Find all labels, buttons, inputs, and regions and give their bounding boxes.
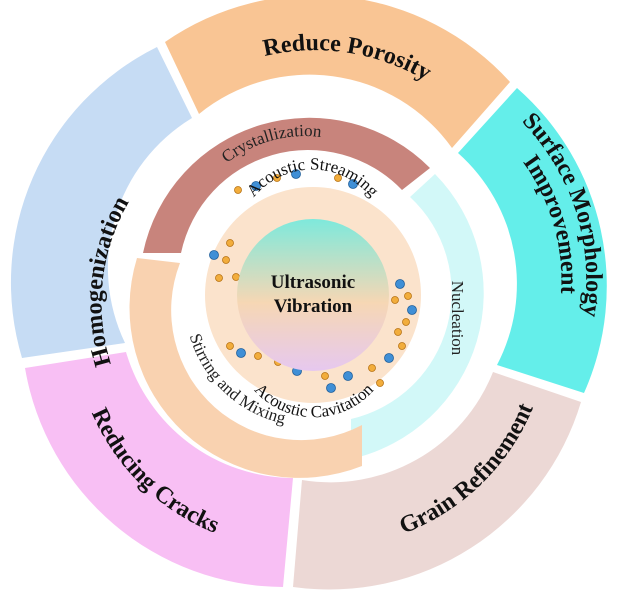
blue-bubble-icon bbox=[236, 348, 246, 358]
orange-bubble-icon bbox=[394, 328, 402, 336]
blue-bubble-icon bbox=[326, 383, 336, 393]
core-circle bbox=[237, 219, 389, 371]
middle-segment-nucleation bbox=[351, 174, 484, 459]
orange-bubble-icon bbox=[376, 379, 384, 387]
middle-label-nucleation: Nucleation bbox=[448, 281, 467, 356]
orange-bubble-icon bbox=[222, 256, 230, 264]
outer-segment-homogenization bbox=[10, 47, 192, 358]
orange-bubble-icon bbox=[254, 352, 262, 360]
middle-segment-stirring-mixing bbox=[129, 258, 362, 478]
blue-bubble-icon bbox=[395, 279, 405, 289]
orange-bubble-icon bbox=[391, 296, 399, 304]
blue-bubble-icon bbox=[209, 250, 219, 260]
orange-bubble-icon bbox=[215, 274, 223, 282]
orange-bubble-icon bbox=[234, 186, 242, 194]
outer-ring bbox=[10, 0, 607, 590]
blue-bubble-icon bbox=[251, 181, 261, 191]
orange-bubble-icon bbox=[368, 364, 376, 372]
orange-bubble-icon bbox=[232, 273, 240, 281]
blue-bubble-icon bbox=[291, 169, 301, 179]
core-title-line2: Vibration bbox=[274, 296, 353, 317]
orange-bubble-icon bbox=[273, 174, 281, 182]
orange-bubble-icon bbox=[402, 318, 410, 326]
orange-bubble-icon bbox=[398, 342, 406, 350]
blue-bubble-icon bbox=[384, 353, 394, 363]
blue-bubble-icon bbox=[348, 179, 358, 189]
middle-segment-crystallization bbox=[143, 117, 430, 253]
blue-bubble-icon bbox=[407, 305, 417, 315]
outer-segment-grain-refinement bbox=[293, 372, 581, 590]
orange-bubble-icon bbox=[334, 174, 342, 182]
middle-ring bbox=[129, 117, 484, 478]
orange-bubble-icon bbox=[321, 372, 329, 380]
outer-segment-reducing-cracks bbox=[25, 352, 293, 587]
blue-bubble-icon bbox=[343, 371, 353, 381]
orange-bubble-icon bbox=[404, 292, 412, 300]
orange-bubble-icon bbox=[226, 239, 234, 247]
orange-bubble-icon bbox=[226, 342, 234, 350]
core-title-line1: Ultrasonic bbox=[271, 272, 355, 293]
outer-segment-surface-morphology bbox=[458, 88, 607, 393]
outer-segment-reduce-porosity bbox=[165, 0, 510, 148]
